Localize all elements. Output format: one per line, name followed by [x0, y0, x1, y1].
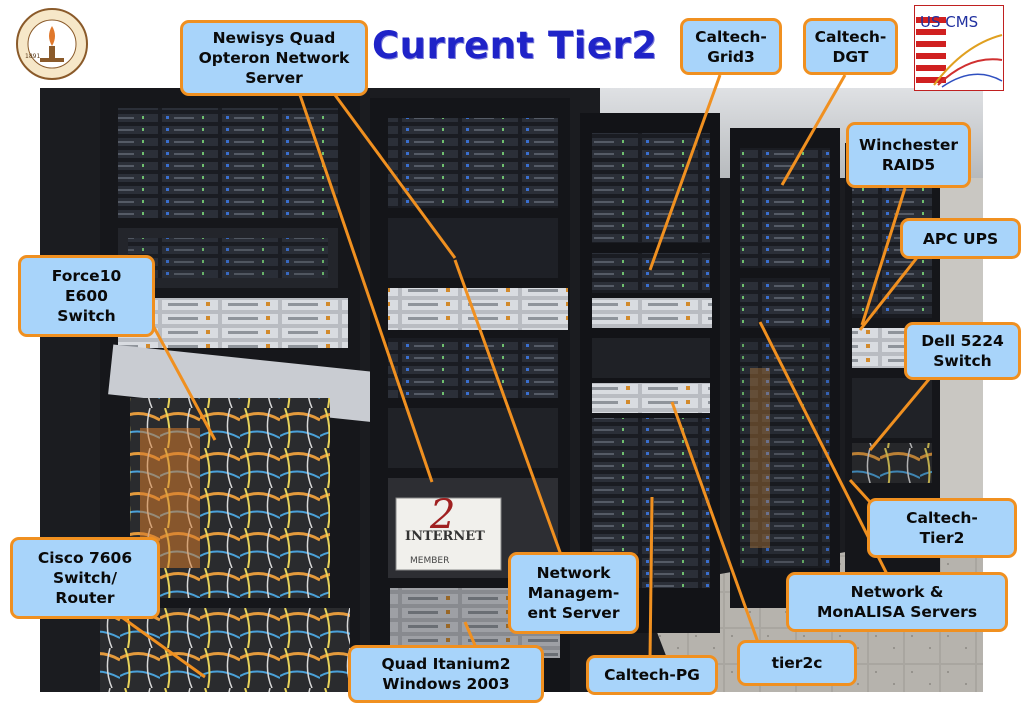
uscms-text: US CMS: [920, 13, 978, 31]
internet2-member-text: MEMBER: [410, 556, 449, 566]
callout-force10-e600: Force10 E600 Switch: [18, 255, 155, 337]
callout-winchester-raid5: Winchester RAID5: [846, 122, 971, 188]
callout-network-monalisa: Network & MonALISA Servers: [786, 572, 1008, 632]
callout-newisys-quad-opteron: Newisys Quad Opteron Network Server: [180, 20, 368, 96]
callout-dell-5224-switch: Dell 5224 Switch: [904, 322, 1021, 380]
callout-network-management-server: Network Managem- ent Server: [508, 552, 639, 634]
callout-caltech-grid3: Caltech- Grid3: [680, 18, 782, 75]
callout-apc-ups: APC UPS: [900, 218, 1021, 259]
callout-tier2c: tier2c: [737, 640, 857, 686]
caltech-year-text: 1891: [25, 53, 40, 60]
slide-title: Current Tier2: [372, 24, 658, 67]
svg-text:2: 2: [429, 492, 455, 538]
uscms-logo: US CMS: [914, 5, 1004, 91]
callout-caltech-pg: Caltech-PG: [586, 655, 718, 695]
caltech-seal-logo: 1891: [16, 8, 88, 80]
callout-cisco-7606: Cisco 7606 Switch/ Router: [10, 537, 160, 619]
callout-caltech-dgt: Caltech- DGT: [803, 18, 898, 75]
callout-quad-itanium2: Quad Itanium2 Windows 2003: [348, 645, 544, 703]
callout-caltech-tier2: Caltech- Tier2: [867, 498, 1017, 558]
